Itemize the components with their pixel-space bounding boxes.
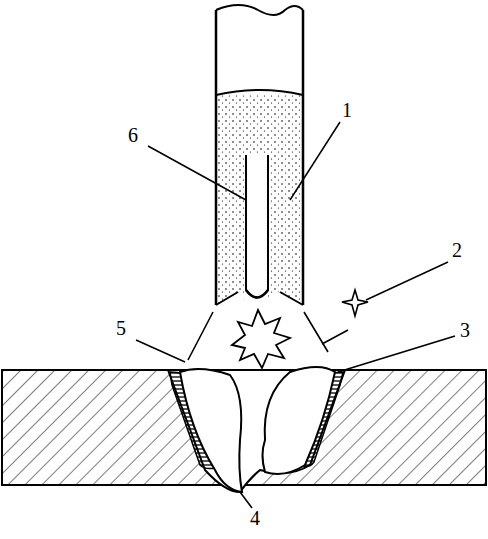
weld-bead	[180, 369, 242, 492]
callout-number: 4	[250, 508, 260, 528]
arc	[232, 310, 290, 368]
leader-line	[136, 340, 185, 362]
gas-shield	[188, 312, 348, 360]
callout-number: 1	[342, 100, 352, 120]
electrode-coating	[216, 95, 303, 305]
callout-number: 6	[128, 125, 138, 145]
callout-number: 2	[452, 240, 462, 260]
core-wire	[246, 155, 268, 298]
spatter	[342, 290, 368, 316]
leader-line	[338, 336, 455, 372]
leader-line	[240, 492, 252, 508]
callout-number: 5	[116, 318, 126, 338]
weld-bead	[263, 367, 336, 474]
leader-line	[148, 146, 246, 200]
callout-number: 3	[460, 320, 470, 340]
leader-line	[366, 262, 448, 300]
leader-line	[290, 122, 340, 200]
